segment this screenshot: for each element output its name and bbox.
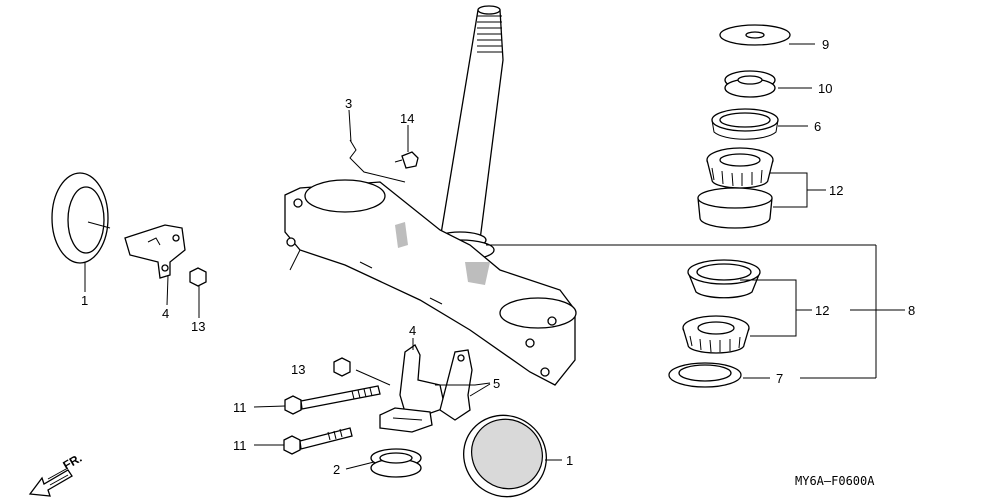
lower-race-12 bbox=[687, 259, 761, 299]
callout-5: 5 bbox=[493, 376, 500, 391]
nut-13-left bbox=[189, 267, 207, 287]
callout-4-lower: 4 bbox=[409, 323, 416, 338]
callout-11-lower: 11 bbox=[233, 438, 247, 453]
leader-lines bbox=[84, 43, 905, 470]
upper-bearing-12 bbox=[706, 147, 774, 189]
diagram-code: MY6A–F0600A bbox=[795, 474, 875, 488]
collar-clamp bbox=[379, 407, 433, 433]
dust-seal-6 bbox=[711, 108, 779, 140]
callout-12-lower: 12 bbox=[815, 303, 829, 318]
callout-8: 8 bbox=[908, 303, 915, 318]
bolt-11-lower bbox=[283, 427, 353, 455]
callout-9: 9 bbox=[822, 37, 829, 52]
callout-13-lower: 13 bbox=[291, 362, 305, 377]
callout-14: 14 bbox=[400, 111, 414, 126]
callout-3: 3 bbox=[345, 96, 352, 111]
grommet-2 bbox=[370, 448, 422, 478]
wire-clip-3 bbox=[349, 139, 406, 183]
bolt-11-upper bbox=[284, 385, 381, 415]
callout-4-upper: 4 bbox=[162, 306, 169, 321]
callout-12-upper: 12 bbox=[829, 183, 843, 198]
lower-bearing-12 bbox=[682, 315, 750, 354]
callout-labels: 9 10 6 12 8 12 7 3 14 1 4 13 4 13 5 11 1… bbox=[81, 37, 915, 477]
bracket-4-left bbox=[124, 224, 186, 279]
callout-10: 10 bbox=[818, 81, 832, 96]
callout-13-upper: 13 bbox=[191, 319, 205, 334]
callout-1-upper: 1 bbox=[81, 293, 88, 308]
callout-6: 6 bbox=[814, 119, 821, 134]
horn-1-left bbox=[51, 172, 111, 264]
front-direction-arrow: FR. bbox=[28, 451, 85, 497]
reflector-1-lower bbox=[462, 414, 548, 498]
bolt-14 bbox=[394, 151, 419, 169]
under-bracket bbox=[284, 179, 577, 386]
nut-13-lower bbox=[333, 357, 351, 377]
stem-nut-10 bbox=[724, 70, 776, 98]
callout-1-lower: 1 bbox=[566, 453, 573, 468]
upper-race-12 bbox=[697, 187, 773, 229]
lock-washer-9 bbox=[719, 24, 791, 46]
callout-11-upper: 11 bbox=[233, 400, 247, 415]
front-direction-label: FR. bbox=[61, 451, 85, 473]
callout-2: 2 bbox=[333, 462, 340, 477]
bracket-4-lower bbox=[399, 344, 446, 416]
callout-7: 7 bbox=[776, 371, 783, 386]
dust-seal-7 bbox=[668, 362, 742, 388]
steering-stem bbox=[425, 5, 504, 261]
